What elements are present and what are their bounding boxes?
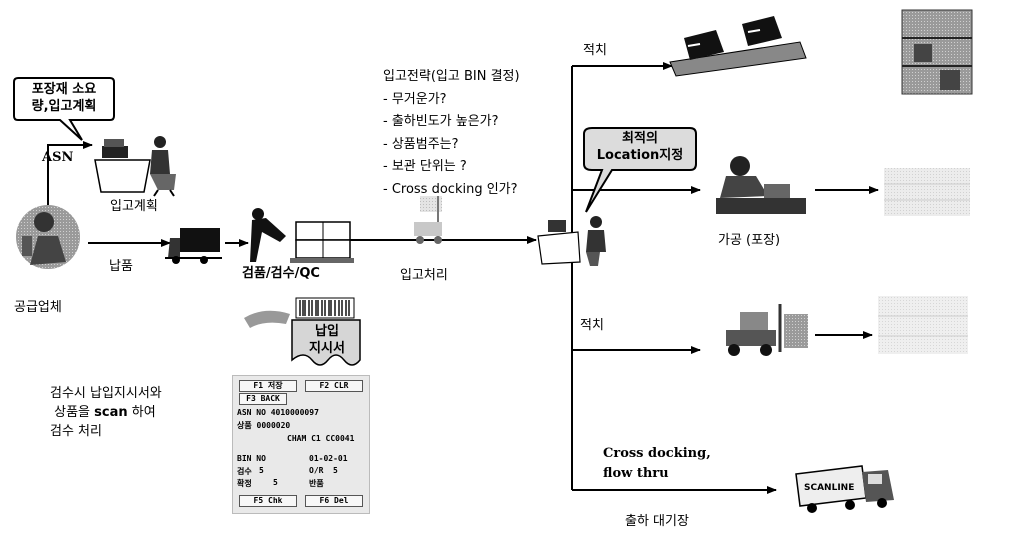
strategy-item: - 상품범주는? [383, 136, 459, 152]
instruction-doc-line1: 납입 [315, 324, 339, 339]
f6-delete-key: F6 Del [305, 495, 363, 507]
putaway-processing-label: 입고처리 [400, 268, 448, 283]
supplier-person-image [16, 205, 80, 269]
note-line2-bold: scan [94, 405, 128, 420]
storage-shelf-image [901, 9, 973, 95]
supplier-label: 공급업체 [14, 300, 62, 315]
return-qty-label: 반품 [309, 479, 324, 488]
note-line2-post: 하여 [127, 405, 156, 420]
confirm-qty-value: 5 [273, 478, 278, 487]
inspection-qc-label: 검품/검수/QC [242, 266, 320, 281]
strategy-item: - 출하빈도가 높은가? [383, 114, 499, 129]
f2-clear-key: F2 CLR [305, 380, 363, 392]
inspect-qty-label: 검수 [237, 467, 252, 476]
stacking-top-label: 적치 [583, 43, 607, 58]
product-field: 상품 0000020 [237, 421, 291, 430]
f3-back-key: F3 BACK [239, 393, 287, 405]
svg-text:SCANLINE: SCANLINE [804, 483, 854, 493]
processing-packing-label: 가공 (포장) [718, 233, 781, 248]
optimal-bubble-line1: 최적의 [622, 131, 658, 146]
packaging-bubble-line2: 량,입고계획 [31, 98, 97, 114]
processing-worker-image [716, 156, 806, 214]
shipping-staging-label: 출하 대기장 [625, 514, 689, 529]
shipping-truck-image: SCANLINE [795, 465, 894, 513]
stacking-forklift-image [726, 304, 808, 356]
strategy-title: 입고전략(입고 BIN 결정) [383, 69, 520, 84]
receiving-plan-label: 입고계획 [110, 199, 158, 214]
confirm-qty-label: 확정 [237, 479, 252, 488]
order-qty-value: 5 [333, 466, 338, 475]
putaway-strategy-list: 입고전략(입고 BIN 결정) - 무거운가? - 출하빈도가 높은가? - 상… [383, 66, 520, 201]
asn-label: ASN [42, 150, 74, 165]
asn-number-field: ASN NO 4010000097 [237, 408, 319, 417]
cross-docking-label: Cross docking, [603, 446, 711, 461]
delivery-truck-image [165, 228, 222, 264]
stacking-mid-label: 적치 [580, 318, 604, 333]
processing-shelf-faded-image [884, 168, 970, 216]
f1-save-key: F1 저장 [239, 380, 297, 392]
instruction-document-shape [291, 319, 361, 366]
note-line2-pre: 상품을 [54, 405, 95, 420]
stacking-shelf-faded-image [878, 296, 968, 354]
pallet-ramp-image [669, 16, 807, 77]
barcode-scanner-image [244, 297, 355, 328]
strategy-item: - Cross docking 인가? [383, 181, 518, 197]
inspect-qty-value: 5 [259, 466, 264, 475]
note-line1: 검수시 납입지시서와 [50, 386, 162, 401]
f5-check-key: F5 Chk [239, 495, 297, 507]
instruction-document-text: 납입 지시서 [296, 324, 358, 358]
note-line3: 검수 처리 [50, 424, 102, 439]
packaging-speech-bubble [13, 77, 115, 141]
optimal-location-speech-bubble [583, 127, 697, 213]
putaway-forklift-image [414, 196, 442, 244]
packaging-bubble-text: 포장재 소요 량,입고계획 [16, 82, 112, 116]
optimal-bubble-line2: Location지정 [596, 147, 684, 163]
flow-thru-label: flow thru [603, 466, 669, 481]
receiving-plan-desk-image [94, 136, 176, 197]
note-line2: 상품을 scan 하여 [50, 403, 162, 422]
delivery-label: 납품 [109, 259, 133, 274]
putaway-operator-desk-image [537, 216, 606, 266]
product-description-field: CHAM C1 CC0041 [287, 434, 355, 443]
order-qty-label: O/R [309, 466, 324, 475]
inspection-scan-note: 검수시 납입지시서와 상품을 scan 하여 검수 처리 [50, 384, 162, 441]
strategy-item: - 무거운가? [383, 91, 447, 107]
instruction-doc-line2: 지시서 [309, 340, 345, 356]
asn-arrow [47, 141, 93, 205]
packaging-bubble-line1: 포장재 소요 [31, 82, 97, 97]
bin-number-label: BIN NO [237, 454, 266, 463]
optimal-location-bubble-text: 최적의 Location지정 [586, 131, 694, 165]
strategy-item: - 보관 단위는 ? [383, 159, 467, 174]
inspection-worker-image [250, 208, 354, 263]
handheld-terminal-screen: F1 저장 F2 CLR F3 BACK ASN NO 4010000097 상… [232, 375, 370, 514]
bin-number-value: 01-02-01 [309, 454, 348, 463]
